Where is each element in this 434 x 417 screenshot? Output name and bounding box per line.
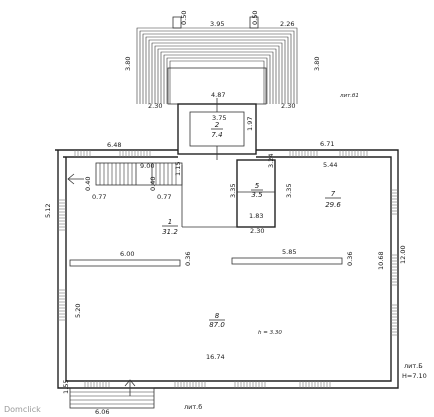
- dim-porch-side-right: 3.80: [313, 57, 321, 71]
- room-main-number: 8: [215, 312, 220, 320]
- dim-porch-bottom-center: 4.87: [211, 91, 225, 99]
- porch-step-line: [136, 27, 298, 104]
- room-right-number: 7: [331, 190, 336, 198]
- room-main-area: 87.0: [209, 321, 225, 329]
- watermark: Domclick: [4, 405, 41, 414]
- dim-porch-top-right: 2.26: [280, 20, 294, 28]
- dim-stair-gap-a: 0.40: [84, 177, 92, 191]
- room-closet-area: 3.5: [251, 191, 263, 199]
- dim-bottom-width: 16.74: [206, 353, 225, 361]
- porch-post-left: [172, 16, 182, 29]
- porch-post-right: [249, 16, 259, 29]
- room-vestibule-number: 2: [215, 121, 220, 129]
- dim-porch-side-left: 3.80: [124, 57, 132, 71]
- dim-top-right-width: 6.71: [320, 140, 334, 148]
- dim-right-room-width: 5.44: [323, 161, 337, 169]
- porch-step-line: [145, 36, 289, 104]
- dim-porch-bottom-right: 2.30: [281, 102, 295, 110]
- dim-stair-gap-b: 0.40: [149, 177, 157, 191]
- room-right-area: 29.6: [325, 201, 341, 209]
- room-vestibule-area: 7.4: [211, 131, 222, 139]
- lit-b-bottom: лит.б: [184, 403, 202, 411]
- dim-closet-width: 1.83: [249, 212, 263, 220]
- dim-closet-left: 3.35: [229, 184, 237, 198]
- porch-step-line: [154, 45, 280, 104]
- dim-partition-left: 6.00: [120, 250, 134, 258]
- lit-b-right: лит.Б: [404, 362, 423, 370]
- vestibule: [177, 98, 257, 160]
- porch-step-line: [139, 30, 295, 104]
- dim-vestibule-width: 3.75: [212, 114, 226, 122]
- dim-stair-w-a: 0.77: [92, 193, 106, 201]
- dim-porch-top-gap-left: 0.50: [180, 11, 188, 25]
- dim-stair-run: 9.00: [140, 162, 154, 170]
- room-closet-number: 5: [255, 182, 260, 190]
- porch-step-line: [157, 48, 277, 104]
- dim-vestibule-depth: 1.97: [246, 117, 254, 131]
- building-walls: [55, 149, 399, 389]
- porch-step-line: [142, 33, 292, 104]
- dim-bottom-steps-width: 6.06: [95, 408, 109, 416]
- dim-stair-w-b: 0.77: [157, 193, 171, 201]
- room-hall-number: 1: [168, 218, 172, 226]
- height-right: H=7.10: [402, 372, 427, 380]
- dim-right-inner-height: 10.68: [377, 251, 385, 270]
- room-labels: 2 7.4 1 31.2 5 3.5 7 29.6 8 87.0: [162, 121, 341, 329]
- porch-step-line: [160, 51, 274, 104]
- porch-step-line: [169, 60, 265, 104]
- porch-step-line: [148, 39, 286, 104]
- room-hall-area: 31.2: [162, 228, 178, 236]
- porch-step-line: [163, 54, 271, 104]
- dim-left-height-lower: 5.20: [74, 304, 82, 318]
- bottom-steps: [69, 379, 155, 409]
- annotations: лит.б1 h = 3.30 лит.Б H=7.10 лит.б Domcl…: [4, 93, 427, 414]
- dim-porch-top-gap-right: 0.50: [251, 11, 259, 25]
- porch-tag: лит.б1: [339, 93, 359, 99]
- dim-left-height-upper: 5.12: [44, 204, 52, 218]
- dim-partition-right: 5.85: [282, 248, 296, 256]
- porch: [136, 16, 298, 105]
- dim-top-left-width: 6.48: [107, 141, 121, 149]
- dim-porch-bottom-left: 2.30: [148, 102, 162, 110]
- dim-closet-right: 3.35: [285, 184, 293, 198]
- dimension-labels: 0.50 3.95 0.50 2.26 3.80 3.80 2.30 4.87 …: [44, 11, 407, 416]
- height-note: h = 3.30: [258, 330, 282, 336]
- dim-porch-top-width: 3.95: [210, 20, 224, 28]
- dim-closet-height: 3.24: [267, 154, 275, 168]
- dim-right-outer-height: 12.00: [399, 245, 407, 264]
- dim-partition-gap: 0.36: [184, 252, 192, 266]
- porch-step-line: [151, 42, 283, 104]
- dim-corridor-width: 2.30: [250, 227, 264, 235]
- dim-partition-gap-right: 0.36: [346, 252, 354, 266]
- closet: [236, 159, 276, 228]
- dim-bottom-steps-height: 1.55: [62, 380, 70, 394]
- partitions: [69, 165, 343, 267]
- porch-step-line: [166, 57, 268, 104]
- dim-stair-small: 1.15: [174, 162, 182, 176]
